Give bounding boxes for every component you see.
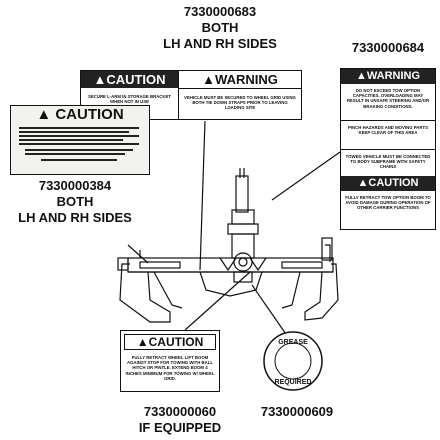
- caution-triangle-icon: ▲: [136, 335, 149, 349]
- warning-triangle-icon: ▲: [202, 72, 216, 87]
- label-684-caution-header: ▲CAUTION: [341, 176, 435, 191]
- label-683-caution-panel: ▲CAUTION SECURE L-ARM IN STORAGE BRACKET…: [81, 71, 179, 119]
- part-number-384: 7330000384 BOTH LH AND RH SIDES: [0, 178, 150, 226]
- label-060-caution-header: ▲CAUTION: [124, 334, 216, 350]
- part-number-683: 7330000683 BOTH LH AND RH SIDES: [140, 4, 300, 52]
- part-number-384-both: BOTH: [56, 194, 94, 209]
- label-683-warning-text: VEHICLE MUST BE SECURED TO WHEEL GRID US…: [184, 95, 296, 111]
- leader-line-683: [199, 120, 206, 271]
- label-684-text-1: DO NOT EXCEED TOW OPTION CAPACITIES. OVE…: [341, 84, 435, 121]
- label-384-fine-print: [19, 127, 139, 161]
- part-number-060-number: 7330000060: [143, 404, 217, 419]
- label-684-warning-header: ▲WARNING: [341, 69, 435, 84]
- leader-line-384: [127, 244, 149, 264]
- label-684-caution-text: FULLY RETRACT TOW OPTION BOOM TO AVOID D…: [345, 195, 431, 211]
- part-number-609-number: 7330000609: [260, 404, 334, 419]
- center-tower: [219, 168, 267, 283]
- label-609: GREASE REQUIRED: [262, 330, 324, 392]
- caution-triangle-icon: ▲: [357, 177, 369, 189]
- part-number-683-both: BOTH: [201, 20, 239, 35]
- grease-required-seal: GREASE REQUIRED: [263, 331, 323, 391]
- leader-line-060: [184, 271, 251, 331]
- label-684-text-3: TOWED VEHICLE MUST BE CONNECTED TO BODY …: [345, 154, 431, 170]
- caution-triangle-icon: ▲: [93, 72, 107, 87]
- grease-text: GREASE: [278, 339, 308, 346]
- right-arm: [281, 237, 339, 321]
- part-number-060: 7330000060 IF EQUIPPED: [120, 404, 240, 436]
- part-number-060-equipped: IF EQUIPPED: [138, 420, 222, 435]
- label-683: ▲CAUTION SECURE L-ARM IN STORAGE BRACKET…: [80, 70, 302, 120]
- leader-line-684: [271, 151, 341, 201]
- leader-line-609: [251, 284, 291, 341]
- bottom-strap: [199, 271, 263, 297]
- part-number-683-number: 7330000683: [183, 4, 257, 19]
- label-683-caution-text: SECURE L-ARM IN STORAGE BRACKET WHEN NOT…: [88, 94, 171, 105]
- left-arm: [117, 250, 183, 323]
- label-384-caution-header: ▲ CAUTION: [36, 106, 124, 123]
- warning-triangle-icon: ▲: [355, 70, 367, 82]
- label-060: ▲CAUTION FULLY RETRACT WHEEL LIFT BOOM A…: [120, 330, 220, 392]
- crossbar: [127, 257, 334, 273]
- label-683-warning-header: ▲WARNING: [179, 71, 301, 89]
- label-384: ▲ CAUTION: [10, 105, 150, 175]
- required-text: REQUIRED: [275, 379, 312, 386]
- label-683-caution-header: ▲CAUTION: [81, 71, 178, 88]
- label-684-text-2: PINCH HAZARDS AND MOVING PARTS KEEP CLEA…: [341, 121, 435, 150]
- part-number-683-sides: LH AND RH SIDES: [163, 36, 277, 51]
- part-number-384-sides: LH AND RH SIDES: [18, 210, 132, 225]
- part-number-609: 7330000609: [242, 404, 352, 420]
- caution-triangle-icon: ▲: [36, 106, 52, 123]
- part-number-684: 7330000684: [338, 40, 438, 56]
- part-number-384-number: 7330000384: [38, 178, 112, 193]
- part-number-684-number: 7330000684: [351, 40, 425, 55]
- label-060-text: FULLY RETRACT WHEEL LIFT BOOM AGAINST ST…: [125, 355, 215, 381]
- label-684: ▲WARNING DO NOT EXCEED TOW OPTION CAPACI…: [340, 68, 436, 230]
- label-683-warning-panel: ▲WARNING VEHICLE MUST BE SECURED TO WHEE…: [179, 71, 301, 119]
